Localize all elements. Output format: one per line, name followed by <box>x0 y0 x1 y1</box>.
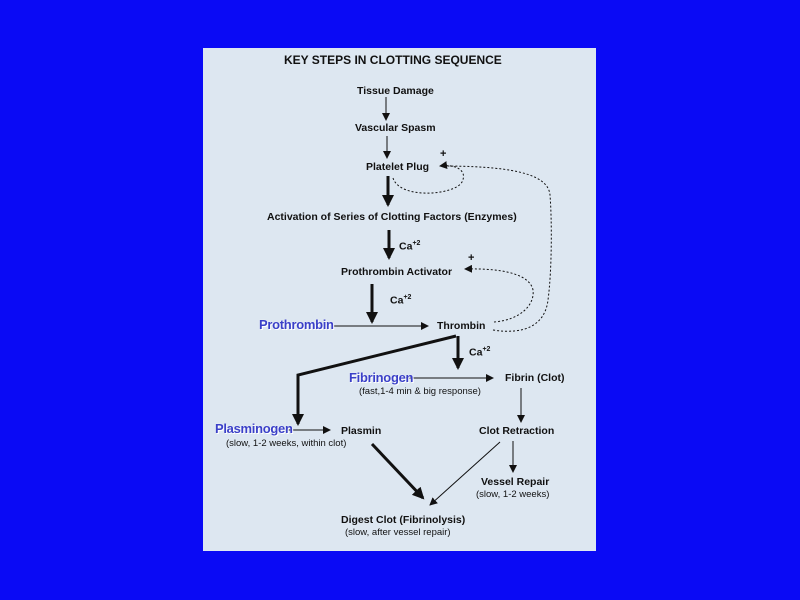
cofactor-calcium-3: Ca+2 <box>469 346 491 359</box>
plasminogen-note: (slow, 1-2 weeks, within clot) <box>226 438 347 449</box>
step-clotting-factors: Activation of Series of Clotting Factors… <box>267 211 517 223</box>
feedback-plus-1: + <box>440 148 447 160</box>
fibrinogen-note: (fast,1-4 min & big response) <box>359 386 481 397</box>
cofactor-calcium-2: Ca+2 <box>390 294 412 307</box>
step-fibrin: Fibrin (Clot) <box>505 372 565 384</box>
step-plasmin: Plasmin <box>341 425 382 437</box>
digest-clot-note: (slow, after vessel repair) <box>345 527 451 538</box>
step-platelet-plug: Platelet Plug <box>366 161 430 173</box>
step-digest-clot: Digest Clot (Fibrinolysis) <box>341 514 466 526</box>
step-vessel-repair: Vessel Repair <box>481 476 550 488</box>
feedback-plus-2: + <box>468 252 475 264</box>
diagram-title: KEY STEPS IN CLOTTING SEQUENCE <box>284 53 502 67</box>
step-thrombin: Thrombin <box>437 320 486 332</box>
vessel-repair-note: (slow, 1-2 weeks) <box>476 489 550 500</box>
step-fibrinogen: Fibrinogen <box>349 370 414 385</box>
step-tissue-damage: Tissue Damage <box>357 85 434 97</box>
step-prothrombin-activator: Prothrombin Activator <box>341 266 453 278</box>
step-prothrombin: Prothrombin <box>259 317 334 332</box>
step-plasminogen: Plasminogen <box>215 421 293 436</box>
step-clot-retraction: Clot Retraction <box>479 425 555 437</box>
step-vascular-spasm: Vascular Spasm <box>355 122 436 134</box>
cofactor-calcium-1: Ca+2 <box>399 240 421 253</box>
